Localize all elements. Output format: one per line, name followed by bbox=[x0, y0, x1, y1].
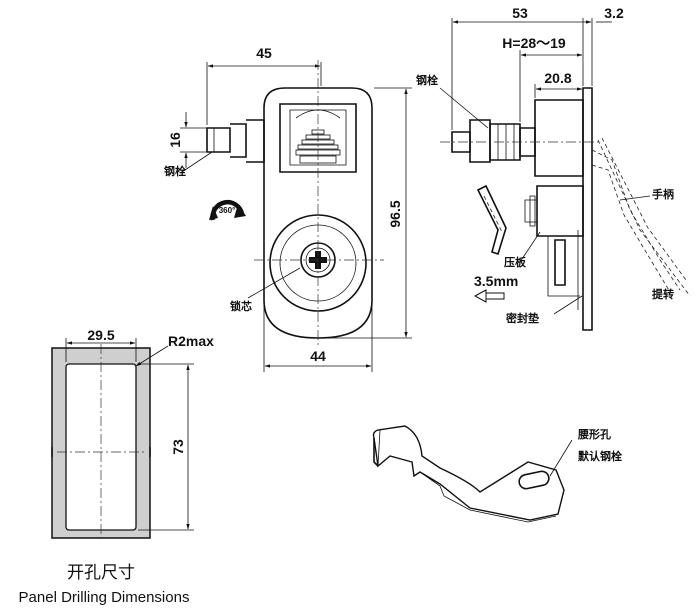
dim-height-total: 96.5 bbox=[387, 200, 403, 227]
dim-height-side: 16 bbox=[167, 132, 183, 148]
side-view: 53 3.2 H=28～19 20.8 钢栓 手柄 压板 提转 密封垫 3.5m… bbox=[416, 5, 691, 331]
dim-width-bottom: 44 bbox=[310, 348, 326, 364]
dim-cut-height: 73 bbox=[170, 439, 186, 455]
label-plate: 压板 bbox=[504, 255, 527, 269]
cutout-title-cn: 开孔尺寸 bbox=[67, 563, 135, 583]
cutout-title-en: Panel Drilling Dimensions bbox=[19, 589, 190, 606]
dim-plate: 3.2 bbox=[604, 5, 624, 21]
label-default-bolt: 默认钢栓 bbox=[578, 449, 622, 463]
label-gasket: 密封垫 bbox=[506, 311, 539, 325]
label-rotation: 360° bbox=[219, 206, 236, 215]
front-view: 45 16 钢栓 360° 锁芯 96.5 44 bbox=[164, 45, 412, 372]
dim-range: H=28～19 bbox=[502, 35, 566, 51]
label-slot: 腰形孔 bbox=[577, 428, 611, 441]
label-lift: 提转 bbox=[652, 287, 674, 301]
dim-cut-width: 29.5 bbox=[87, 327, 114, 343]
dim-body: 20.8 bbox=[544, 70, 571, 86]
bolt-side bbox=[451, 119, 536, 163]
panel-cutout: 29.5 R2max 73 开孔尺寸 Panel Drilling Dimens… bbox=[19, 327, 215, 606]
handle-swing bbox=[591, 137, 691, 297]
dim-offset: 3.5mm bbox=[474, 273, 518, 289]
dim-width-top: 45 bbox=[256, 45, 272, 61]
arrow-left-icon bbox=[473, 289, 505, 303]
pressure-plate bbox=[476, 184, 507, 256]
label-core: 锁芯 bbox=[230, 299, 252, 313]
label-handle: 手柄 bbox=[652, 187, 674, 201]
bolt-front bbox=[206, 119, 265, 163]
dim-radius: R2max bbox=[168, 333, 214, 349]
label-bolt-side: 钢栓 bbox=[416, 73, 438, 87]
rotation-icon: 360° bbox=[209, 200, 246, 221]
label-bolt: 钢栓 bbox=[164, 164, 186, 178]
lock-core bbox=[269, 214, 367, 312]
slot-hole bbox=[518, 470, 550, 490]
dim-total: 53 bbox=[512, 5, 528, 21]
cam-part: 腰形孔 默认钢栓 bbox=[372, 425, 622, 523]
